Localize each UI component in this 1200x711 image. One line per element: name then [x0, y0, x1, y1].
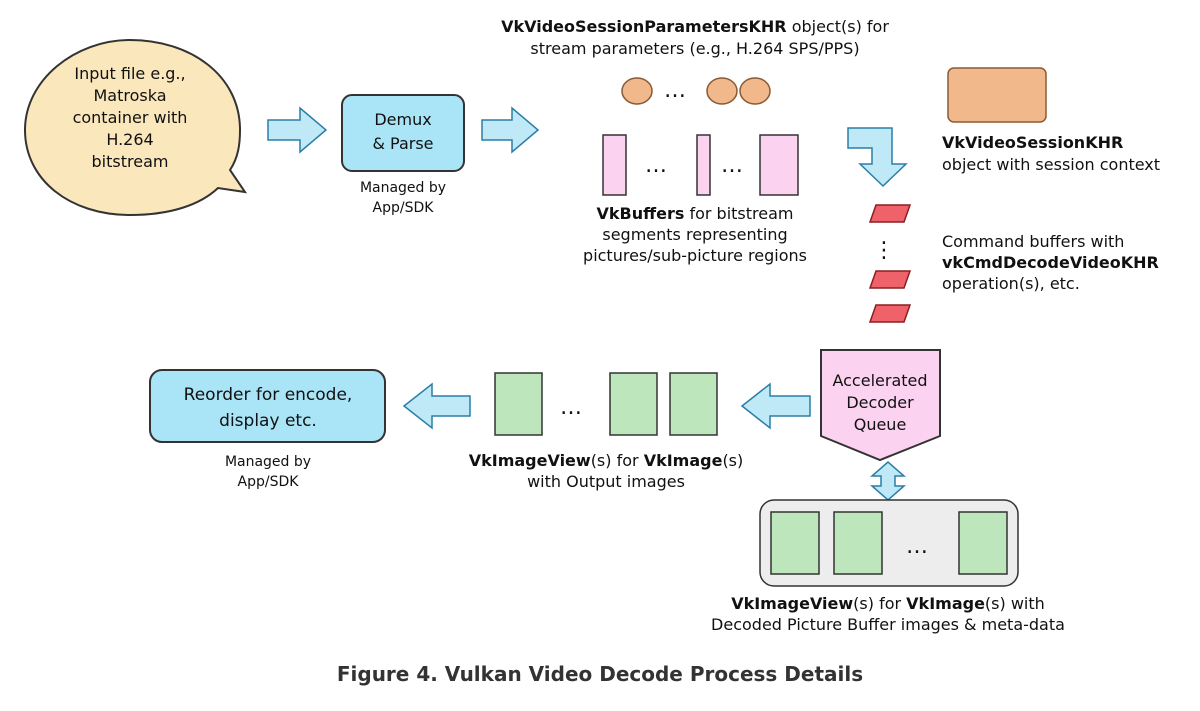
dpb-mid: (s) for: [853, 594, 906, 613]
demux-box-line-2: & Parse: [372, 134, 433, 153]
arrow-queue-dpb: [870, 461, 906, 501]
dpb-label-line-2: Decoded Picture Buffer images & meta-dat…: [711, 615, 1065, 634]
output-views-mid: (s) for: [591, 451, 644, 470]
dpb-bold-1: VkImageView: [731, 594, 853, 613]
session-param-oval: [739, 77, 771, 105]
output-images-ellipsis: …: [560, 395, 582, 420]
dpb-image: [833, 511, 883, 575]
command-buffer: [868, 204, 912, 223]
input-bubble-line-5: bitstream: [92, 152, 169, 171]
video-session-label-bold: VkVideoSessionKHR: [942, 133, 1123, 152]
buffers-label-line-2: segments representing: [602, 225, 787, 244]
reorder-managed-line-1: Managed by: [225, 454, 311, 470]
demux-box-line-1: Demux: [374, 110, 431, 129]
session-params-label-line-2: stream parameters (e.g., H.264 SPS/PPS): [530, 39, 859, 58]
input-bubble-line-4: H.264: [106, 130, 153, 149]
arrow-to-command-buffers: [847, 127, 908, 188]
dpb-ellipsis: …: [906, 534, 928, 559]
decoder-queue-line-3: Queue: [854, 415, 907, 434]
buffers-label-bold: VkBuffers: [597, 204, 685, 223]
arrow-input-to-demux: [267, 106, 328, 154]
arrow-queue-to-output: [740, 382, 811, 430]
demux-box-shape: [341, 94, 465, 172]
dpb-end: (s) with: [985, 594, 1045, 613]
session-param-oval: [706, 77, 738, 105]
session-params-ellipsis: …: [664, 78, 686, 103]
dpb-label-line-1: VkImageView(s) for VkImage(s) with: [731, 594, 1045, 613]
input-bubble-line-3: container with: [73, 108, 188, 127]
session-params-label-line-1: VkVideoSessionParametersKHR object(s) fo…: [501, 17, 889, 36]
output-views-bold-1: VkImageView: [469, 451, 591, 470]
bitstream-buffer: [602, 134, 627, 196]
demux-parse-box: Demux & Parse: [341, 94, 465, 172]
arrow-output-to-reorder: [402, 382, 471, 430]
reorder-managed-line-2: App/SDK: [238, 474, 300, 490]
command-buffer: [868, 304, 912, 323]
decoder-queue-shape: [820, 349, 941, 462]
command-buffers-label-line-3: operation(s), etc.: [942, 274, 1080, 293]
reorder-box-line-1: Reorder for encode,: [184, 385, 353, 405]
buffers-label-line-3: pictures/sub-picture regions: [583, 246, 807, 265]
reorder-box: Reorder for encode, display etc.: [149, 369, 386, 443]
session-param-oval: [621, 77, 653, 105]
session-params-label-rest: object(s) for: [787, 17, 890, 36]
demux-managed-line-2: App/SDK: [373, 200, 435, 216]
video-session-shape: [947, 67, 1047, 123]
input-bubble-line-2: Matroska: [93, 86, 166, 105]
input-bubble-shape: [23, 38, 248, 217]
dpb-image: [770, 511, 820, 575]
buffers-ellipsis-1: …: [645, 153, 667, 178]
arrow-demux-to-buffers: [481, 106, 540, 154]
command-buffers-label-bold: vkCmdDecodeVideoKHR: [942, 253, 1159, 272]
input-bubble-line-1: Input file e.g.,: [74, 64, 185, 83]
output-views-label-line-2: with Output images: [527, 472, 685, 491]
buffers-label-rest: for bitstream: [684, 204, 793, 223]
output-image: [669, 372, 718, 436]
buffers-ellipsis-2: …: [721, 153, 743, 178]
dpb-bold-2: VkImage: [906, 594, 985, 613]
command-buffers-ellipsis: ⋮: [873, 238, 895, 263]
buffers-label-line-1: VkBuffers for bitstream: [597, 204, 794, 223]
output-image: [494, 372, 543, 436]
reorder-box-shape: [149, 369, 386, 443]
input-file-bubble: Input file e.g., Matroska container with…: [23, 38, 248, 217]
decoder-queue-line-1: Accelerated: [832, 371, 927, 390]
figure-caption: Figure 4. Vulkan Video Decode Process De…: [336, 662, 864, 686]
command-buffers-label-line-1: Command buffers with: [942, 232, 1124, 251]
reorder-box-line-2: display etc.: [219, 411, 317, 431]
output-views-label-line-1: VkImageView(s) for VkImage(s): [469, 451, 744, 470]
output-views-bold-2: VkImage: [644, 451, 723, 470]
dpb-image: [958, 511, 1008, 575]
decoder-queue: Accelerated Decoder Queue: [820, 349, 941, 462]
bitstream-buffer: [759, 134, 799, 196]
video-session-label-line-2: object with session context: [942, 155, 1160, 174]
output-image: [609, 372, 658, 436]
command-buffer: [868, 270, 912, 289]
decoder-queue-line-2: Decoder: [846, 393, 914, 412]
dpb-container: [759, 499, 1019, 587]
session-params-label-bold: VkVideoSessionParametersKHR: [501, 17, 787, 36]
demux-managed-line-1: Managed by: [360, 180, 446, 196]
bitstream-buffer: [696, 134, 711, 196]
output-views-end: (s): [722, 451, 743, 470]
